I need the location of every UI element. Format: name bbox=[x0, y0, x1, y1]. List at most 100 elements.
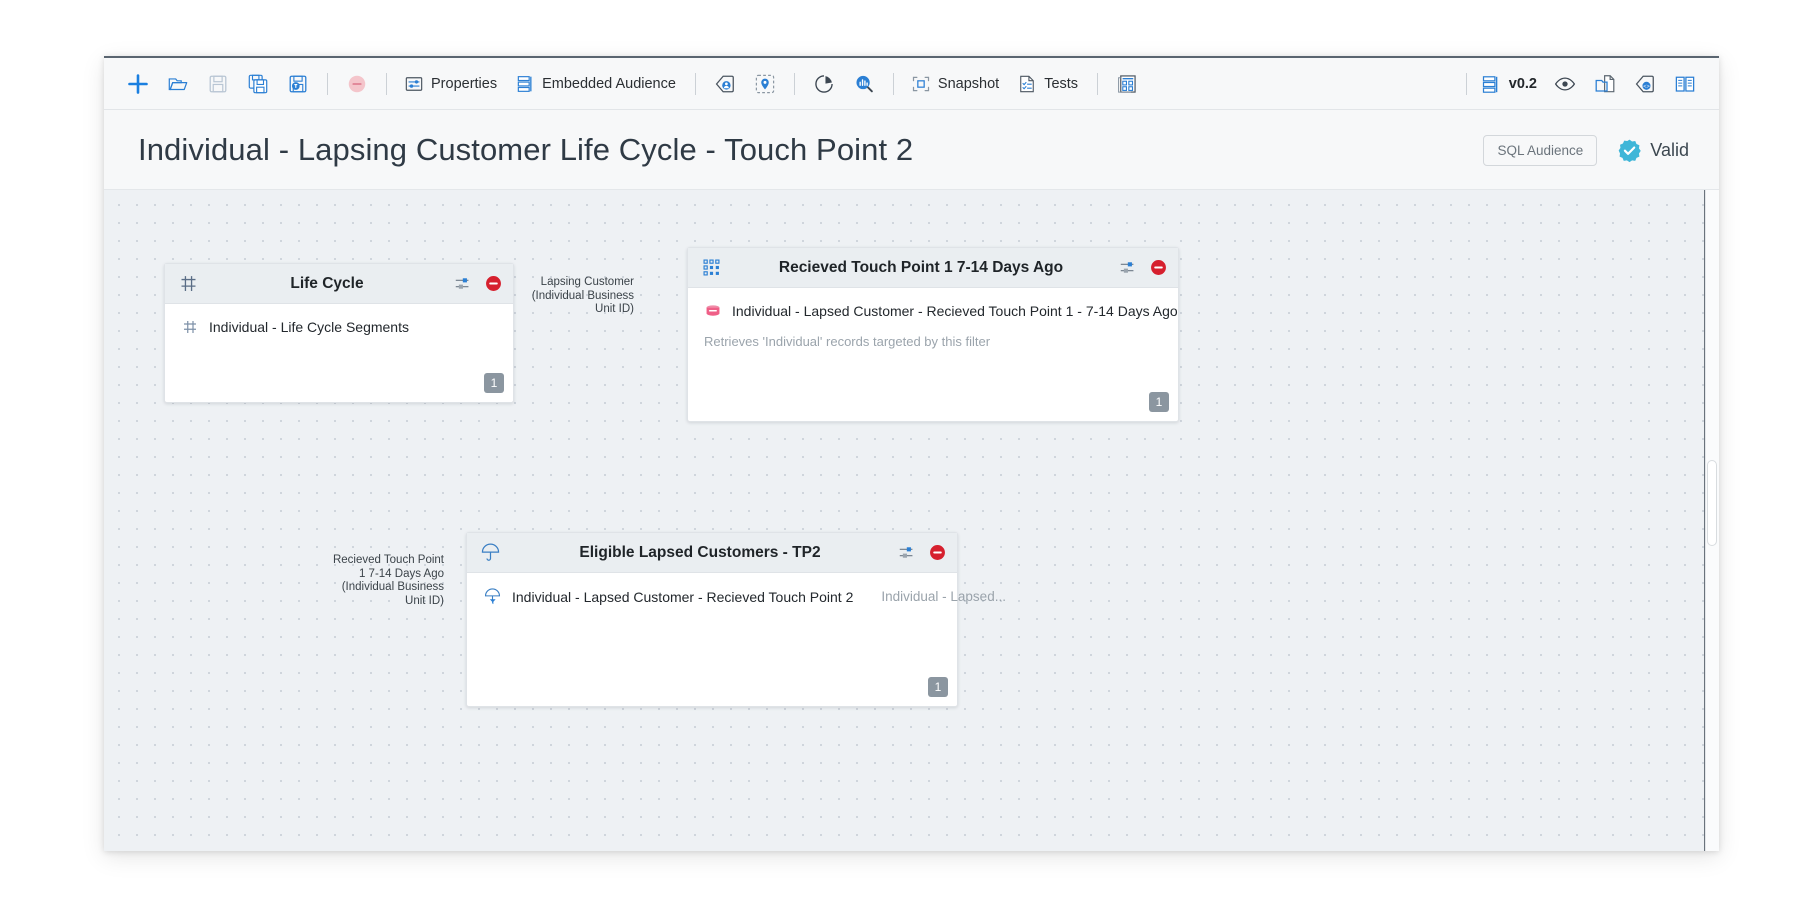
audience-designer-window: Properties Embedded Audience bbox=[104, 56, 1719, 851]
snapshot-icon bbox=[912, 76, 930, 91]
node-title: Life Cycle bbox=[290, 274, 364, 292]
location-pin-icon bbox=[755, 74, 775, 93]
properties-button[interactable]: Properties bbox=[396, 64, 507, 104]
node-body: Individual - Lapsed Customer - Recieved … bbox=[688, 288, 1178, 349]
node-header-actions bbox=[897, 543, 947, 562]
valid-check-icon bbox=[1618, 139, 1642, 162]
version-label: v0.2 bbox=[1508, 76, 1537, 92]
toolbar-divider-2 bbox=[386, 72, 387, 95]
chart-button[interactable] bbox=[804, 64, 844, 104]
tag-code-icon: <> bbox=[1635, 75, 1654, 93]
copy-to-button[interactable] bbox=[1585, 64, 1625, 104]
documentation-button[interactable] bbox=[1665, 64, 1705, 104]
workflow-canvas[interactable]: Lapsing Customer (Individual Business Un… bbox=[104, 190, 1719, 851]
snapshot-button[interactable]: Snapshot bbox=[903, 64, 1009, 104]
status-label: Valid bbox=[1650, 139, 1689, 160]
node-title: Eligible Lapsed Customers - TP2 bbox=[579, 543, 821, 561]
node-eligible-lapsed-customers-tp2[interactable]: Eligible Lapsed Customers - TP2 bbox=[466, 532, 1006, 707]
settings-sliders-icon[interactable] bbox=[453, 274, 472, 293]
copy-file-icon bbox=[1595, 75, 1615, 93]
save-button[interactable] bbox=[198, 64, 238, 104]
node-body: Individual - Life Cycle Segments bbox=[165, 304, 513, 336]
dots-grid-icon bbox=[698, 257, 724, 278]
node-header[interactable]: Eligible Lapsed Customers - TP2 bbox=[467, 533, 957, 573]
remove-node-icon[interactable] bbox=[484, 274, 503, 293]
node-row-secondary-label: Individual - Lapsed... bbox=[881, 589, 1006, 604]
properties-icon bbox=[405, 76, 423, 91]
database-pink-icon bbox=[704, 302, 722, 320]
analyse-button[interactable] bbox=[844, 64, 884, 104]
toolbar-left-group: Properties Embedded Audience bbox=[118, 64, 1147, 104]
tests-label: Tests bbox=[1044, 75, 1079, 92]
node-title: Recieved Touch Point 1 7-14 Days Ago bbox=[778, 258, 1064, 276]
settings-sliders-icon[interactable] bbox=[897, 543, 916, 562]
version-button[interactable]: v0.2 bbox=[1476, 74, 1545, 95]
tag-audience-button[interactable] bbox=[705, 64, 745, 104]
node-header[interactable]: Life Cycle bbox=[165, 264, 513, 304]
node-row[interactable]: Individual - Lapsed Customer - Recieved … bbox=[704, 302, 1178, 320]
book-icon bbox=[1675, 76, 1695, 92]
toolbar-divider-5 bbox=[892, 72, 894, 95]
properties-label: Properties bbox=[431, 75, 498, 92]
node-header-actions bbox=[1118, 258, 1168, 277]
toolbar-divider-3 bbox=[694, 72, 696, 95]
edge-label-lapsing-customer: Lapsing Customer (Individual Business Un… bbox=[531, 276, 634, 315]
remove-node-icon[interactable] bbox=[928, 543, 947, 562]
grid-view-button[interactable] bbox=[1107, 64, 1147, 104]
node-header-actions bbox=[453, 274, 503, 293]
save-secure-button[interactable] bbox=[278, 64, 318, 104]
node-count-badge: 1 bbox=[484, 373, 504, 393]
toolbar-right-group: v0.2 <> bbox=[1457, 58, 1705, 110]
new-button[interactable] bbox=[118, 64, 158, 104]
pie-chart-icon bbox=[815, 74, 833, 93]
status-badge: Valid bbox=[1617, 138, 1689, 163]
remove-node-icon[interactable] bbox=[1149, 258, 1168, 277]
save-copy-icon bbox=[248, 74, 268, 93]
vertical-scrollbar-track[interactable] bbox=[1705, 190, 1719, 851]
umbrella-filter-icon bbox=[483, 587, 502, 606]
embedded-audience-button[interactable]: Embedded Audience bbox=[507, 64, 686, 104]
node-subtext: Retrieves 'Individual' records targeted … bbox=[704, 334, 991, 349]
node-row-label: Individual - Lapsed Customer - Recieved … bbox=[512, 588, 854, 605]
save-copy-button[interactable] bbox=[238, 64, 278, 104]
toolbar-divider-1 bbox=[327, 72, 328, 95]
save-secure-icon bbox=[289, 75, 307, 92]
preview-button[interactable] bbox=[1545, 64, 1585, 104]
delete-circle-icon bbox=[348, 75, 366, 92]
umbrella-icon bbox=[477, 542, 503, 563]
open-button[interactable] bbox=[158, 64, 198, 104]
node-header[interactable]: Recieved Touch Point 1 7-14 Days Ago bbox=[688, 248, 1178, 288]
node-count-badge: 1 bbox=[1149, 392, 1169, 412]
canvas-right-border bbox=[1704, 190, 1705, 851]
embedded-audience-label: Embedded Audience bbox=[542, 75, 676, 92]
tag-code-button[interactable]: <> bbox=[1625, 64, 1665, 104]
save-icon bbox=[209, 75, 227, 92]
node-row-label: Individual - Life Cycle Segments bbox=[209, 319, 409, 335]
open-folder-icon bbox=[168, 77, 188, 90]
audience-type-badge[interactable]: SQL Audience bbox=[1483, 134, 1598, 166]
embedded-audience-icon bbox=[517, 75, 532, 92]
node-row-label: Individual - Lapsed Customer - Recieved … bbox=[732, 303, 1178, 319]
plus-icon bbox=[128, 73, 148, 94]
edge-label-received-touch-point-1: Recieved Touch Point 1 7-14 Days Ago (In… bbox=[332, 554, 444, 607]
main-toolbar: Properties Embedded Audience bbox=[104, 58, 1719, 110]
snapshot-label: Snapshot bbox=[937, 75, 1000, 92]
settings-sliders-icon[interactable] bbox=[1118, 258, 1137, 277]
node-row[interactable]: Individual - Lapsed Customer - Recieved … bbox=[483, 587, 1006, 606]
tests-icon bbox=[1020, 75, 1034, 92]
node-life-cycle[interactable]: Life Cycle bbox=[164, 263, 514, 403]
node-row[interactable]: Individual - Life Cycle Segments bbox=[181, 318, 497, 336]
analyse-magnifier-icon bbox=[856, 75, 873, 92]
tests-button[interactable]: Tests bbox=[1009, 64, 1088, 104]
delete-button[interactable] bbox=[337, 64, 377, 104]
node-count-badge: 1 bbox=[928, 677, 948, 697]
version-stack-icon bbox=[1482, 75, 1498, 93]
tag-audience-icon bbox=[715, 75, 734, 92]
location-button[interactable] bbox=[745, 64, 785, 104]
node-body: Individual - Lapsed Customer - Recieved … bbox=[467, 573, 1006, 606]
vertical-scrollbar-thumb[interactable] bbox=[1707, 460, 1717, 546]
toolbar-divider-6 bbox=[1097, 72, 1099, 95]
grid-icon bbox=[181, 318, 199, 336]
workflow-canvas-wrapper: Lapsing Customer (Individual Business Un… bbox=[104, 190, 1719, 851]
node-received-touch-point-1[interactable]: Recieved Touch Point 1 7-14 Days Ago bbox=[687, 247, 1179, 422]
